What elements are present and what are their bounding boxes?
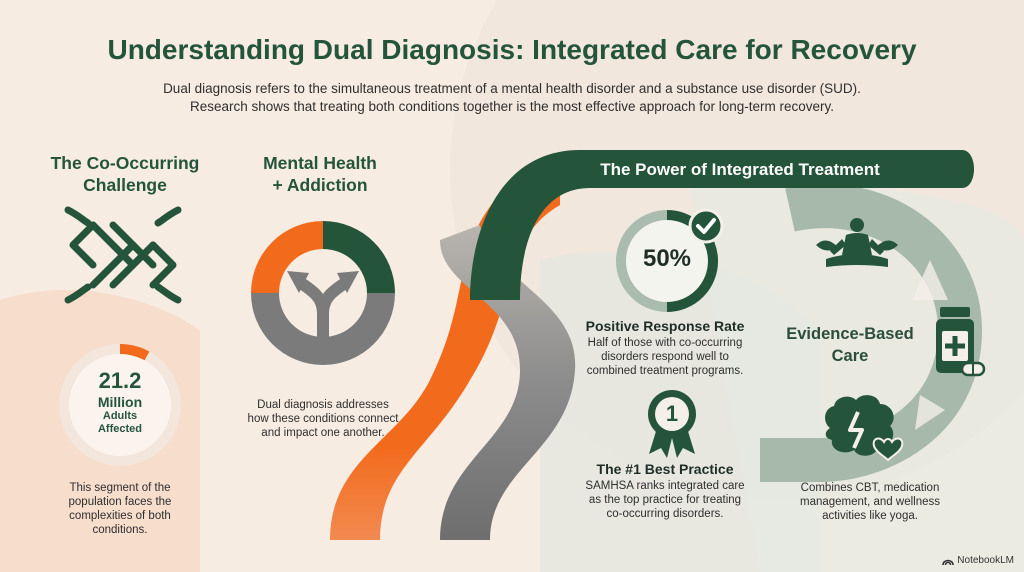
page-subtitle: Dual diagnosis refers to the simultaneou… [112,80,912,116]
desc-line: as the top practice for treating [588,494,742,506]
response-rate-ring [616,208,724,312]
mental-heading-line: Mental Health [263,153,377,173]
stat-number: 21.2 [98,368,142,393]
response-ring-arc [666,210,718,312]
brand-footer: NotebookLM [942,555,1014,566]
integrated-banner-title: The Power of Integrated Treatment [600,160,880,179]
desc-line: Dual diagnosis addresses [257,399,389,411]
evidence-heading: Evidence-Based Care [775,323,925,367]
desc-line: disorders respond well to [601,351,729,363]
best-practice-description: SAMHSA ranks integrated care as the top … [565,479,765,521]
stat-sub: Adults [102,410,138,422]
green-banner-ribbon [470,150,974,300]
best-practice-heading: The #1 Best Practice [596,461,734,477]
desc-line: conditions. [92,524,148,536]
award-badge-number: 1 [665,401,679,426]
challenge-heading-line: The Co-Occurring [50,153,200,173]
desc-line: SAMHSA ranks integrated care [585,480,745,492]
check-icon [696,218,716,234]
page-title: Understanding Dual Diagnosis: Integrated… [107,34,917,65]
evidence-heading-line: Care [831,347,869,365]
desc-line: how these conditions connect [247,413,399,425]
medication-bottle-icon [936,307,986,377]
desc-line: This segment of the [69,482,171,494]
check-badge-icon [688,208,724,244]
challenge-heading: The Co-Occurring Challenge [20,152,230,196]
desc-line: Combines CBT, medication [800,482,940,494]
yoga-lotus-icon [816,218,898,267]
mental-heading-line: + Addiction [272,175,368,195]
challenge-heading-line: Challenge [83,175,167,195]
desc-line: combined treatment programs. [586,365,744,377]
brand-name: NotebookLM [957,555,1014,566]
mental-health-description: Dual diagnosis addresses how these condi… [228,398,418,440]
ring-progress-arc [119,344,150,361]
response-description: Half of those with co-occurring disorder… [565,336,765,378]
desc-line: population faces the [68,496,172,508]
desc-line: and impact one another. [261,427,385,439]
subtitle-line: Dual diagnosis refers to the simultaneou… [163,81,861,96]
evidence-heading-line: Evidence-Based [786,325,914,343]
split-ring-icon [251,221,395,365]
desc-line: activities like yoga. [822,510,918,522]
desc-line: co-occurring disorders. [606,508,724,520]
challenge-description: This segment of the population faces the… [30,481,210,537]
evidence-description: Combines CBT, medication management, and… [790,481,950,523]
subtitle-line: Research shows that treating both condit… [189,99,835,114]
stat-unit: Million [97,394,143,410]
desc-line: management, and wellness [800,496,940,508]
response-value: 50% [642,245,692,272]
arc-arrow-2 [915,395,945,430]
response-heading: Positive Response Rate [585,318,745,334]
award-ribbon-icon [648,390,696,458]
arc-arrow-1 [912,260,948,300]
challenge-progress-ring [59,344,181,466]
stat-sub: Affected [97,423,142,435]
desc-line: complexities of both [69,510,171,522]
gray-ribbon [440,225,576,540]
desc-line: Half of those with co-occurring [587,337,743,349]
challenge-stat: 21.2 Million Adults Affected [55,368,185,436]
mental-health-heading: Mental Health + Addiction [220,152,420,196]
notebooklm-logo-icon [942,559,955,565]
interlocked-links-icon [64,206,182,304]
brain-heart-icon [825,395,904,462]
